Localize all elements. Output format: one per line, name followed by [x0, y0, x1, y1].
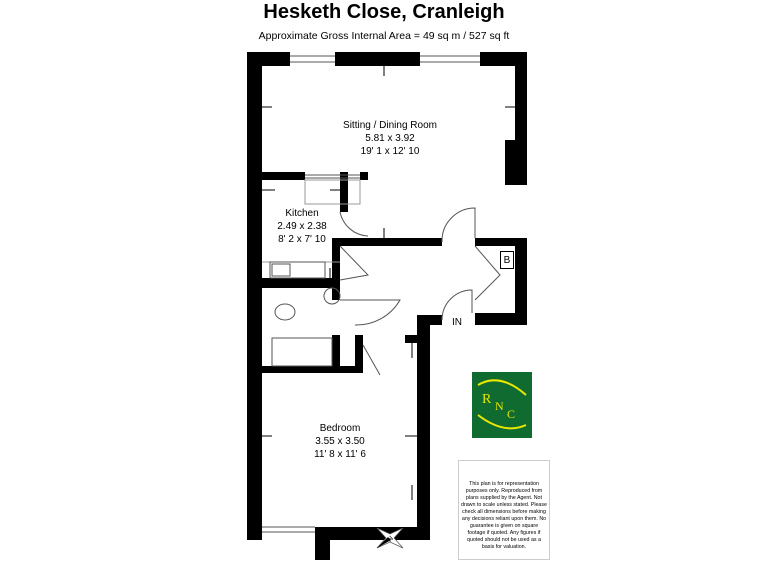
walls: [247, 52, 527, 560]
room-name: Bedroom: [319, 423, 361, 434]
room-metric: 2.49 x 2.38: [277, 221, 327, 232]
room-imperial: 8' 2 x 7' 10: [278, 234, 326, 245]
page-title: Hesketh Close, Cranleigh: [263, 1, 505, 23]
room-metric: 3.55 x 3.50: [315, 436, 365, 447]
svg-text:N: N: [495, 399, 504, 413]
area-subtitle: Approximate Gross Internal Area = 49 sq …: [258, 30, 510, 42]
svg-text:C: C: [507, 407, 515, 421]
entrance-label: IN: [452, 317, 462, 328]
room-name: Sitting / Dining Room: [343, 120, 437, 131]
room-kitchen: Kitchen 2.49 x 2.38 8' 2 x 7' 10: [262, 207, 342, 246]
room-imperial: 11' 8 x 11' 6: [314, 449, 366, 460]
room-imperial: 19' 1 x 12' 10: [360, 146, 420, 157]
svg-text:R: R: [482, 392, 492, 407]
room-sitting-dining: Sitting / Dining Room 5.81 x 3.92 19' 1 …: [330, 119, 450, 158]
rnc-logo: R N C: [472, 372, 532, 438]
svg-text:N: N: [386, 535, 395, 544]
disclaimer: This plan is for representation purposes…: [458, 460, 550, 560]
room-metric: 5.81 x 3.92: [365, 133, 415, 144]
dimension-arrows: [262, 66, 515, 500]
windows-doors: [262, 55, 501, 533]
boiler-label: B: [500, 251, 514, 269]
room-bedroom: Bedroom 3.55 x 3.50 11' 8 x 11' 6: [290, 422, 390, 461]
room-name: Kitchen: [285, 208, 319, 219]
compass-rose-icon: N: [376, 527, 404, 549]
